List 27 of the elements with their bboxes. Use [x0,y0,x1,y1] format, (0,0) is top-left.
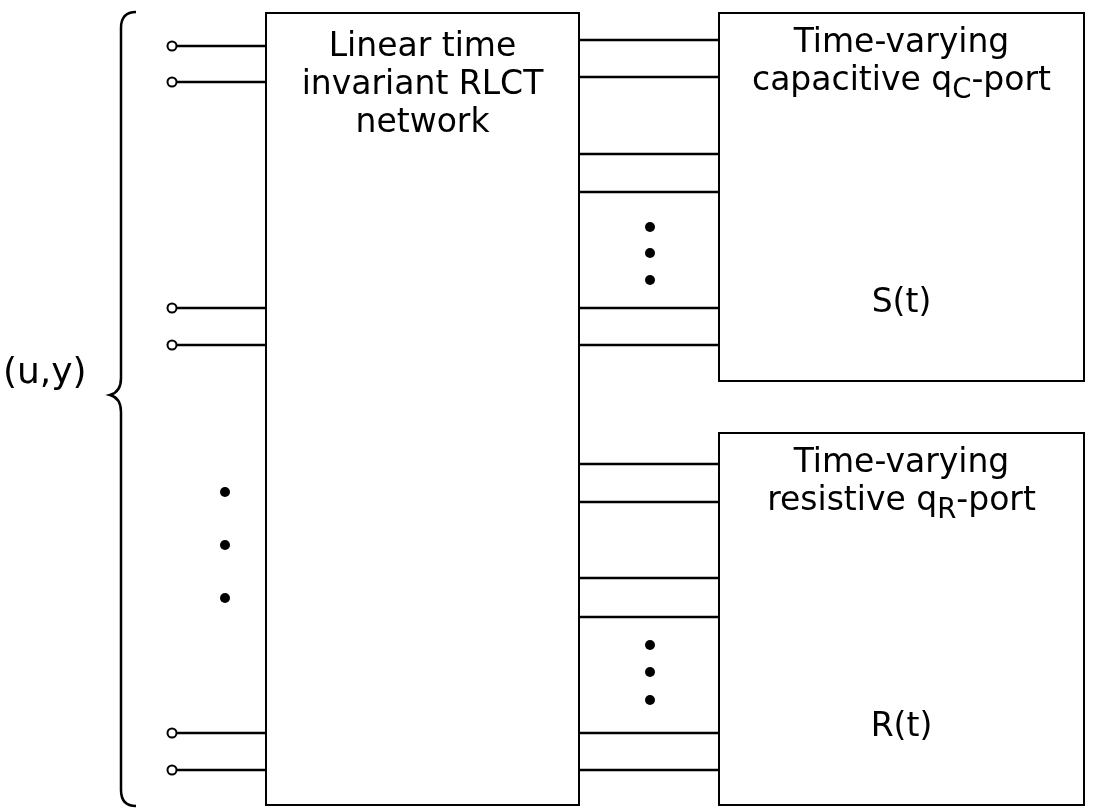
terminal-wire [166,76,265,88]
block-title: Linear time invariant RLCT network [300,26,545,140]
terminal-wire [166,302,265,314]
wire [580,576,718,580]
wire [580,768,718,772]
wire [580,38,718,42]
terminal-wire [166,40,265,52]
block-symbol: R(t) [869,706,934,744]
terminal-wire [166,339,265,351]
terminal-wire [166,727,265,739]
port-variable-label: (u,y) [3,350,87,391]
wire [580,343,718,347]
wire [580,152,718,156]
block-symbol: S(t) [870,282,933,320]
wire [580,190,718,194]
port-block [718,12,1085,382]
wire [580,75,718,79]
block-title: Time-varying resistive q$_{R}$-port [766,442,1037,526]
port-block [718,432,1085,806]
wire [580,306,718,310]
terminal-wire [166,764,265,776]
wire [580,615,718,619]
network-block [265,12,580,806]
block-title: Time-varying capacitive q$_{C}$-port [751,22,1052,106]
wire [580,462,718,466]
wire [580,500,718,504]
wire [580,731,718,735]
